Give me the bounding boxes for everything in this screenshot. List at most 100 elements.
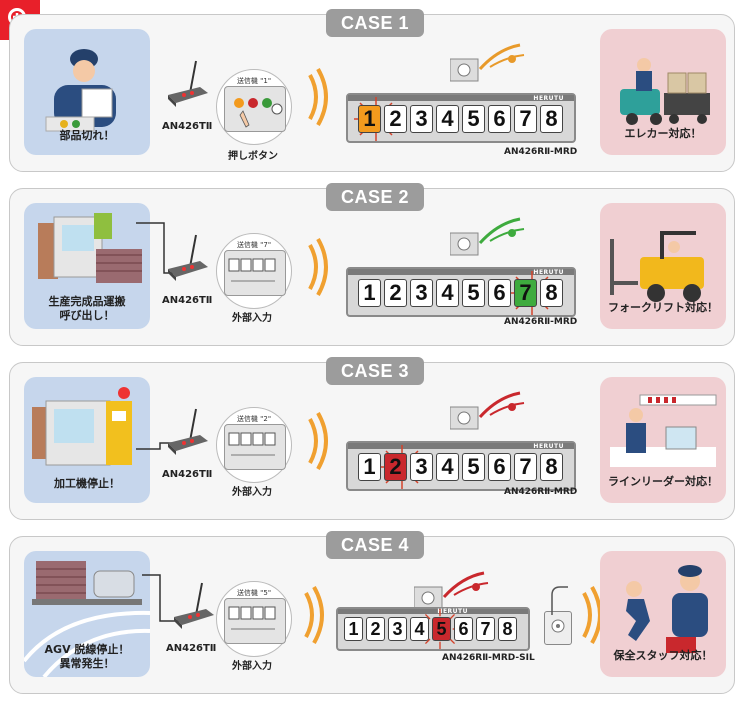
display-top-bar (348, 95, 574, 101)
scene-machine-stop: 加工機停止！ (24, 377, 150, 503)
digit-2: 2 (366, 617, 385, 641)
production-machine-icon (38, 213, 142, 283)
case-panel-2: CASE 2 生産完成品運搬 呼び出し！ AN426TⅡ 送信機 "7" (9, 183, 735, 346)
brand-label: HERUTU (533, 269, 564, 276)
external-input-zoom: 送信機 "7" (216, 233, 292, 309)
receiver-model: AN426RⅡ-MRD (504, 147, 578, 157)
result-electric-cart: エレカー対応！ (600, 29, 726, 155)
transmitter-label: AN426TⅡ (166, 643, 217, 654)
scene-label: AGV 脱線停止！ 異常発生！ (44, 643, 130, 670)
terminal-panel (224, 598, 286, 644)
digit-2: 2 (384, 279, 407, 307)
transmitter-icon (168, 234, 208, 281)
display-top-bar (348, 269, 574, 275)
brand-label: HERUTU (533, 95, 564, 102)
switch-label: 押しボタン (228, 151, 278, 162)
digit-5: 5 (462, 279, 485, 307)
brand-label: HERUTU (437, 608, 468, 615)
music-note-icon (450, 217, 525, 256)
result-label: エレカー対応！ (624, 127, 702, 140)
siren-icon (551, 619, 565, 633)
digit-1: 1 (358, 279, 381, 307)
siren-cable-icon (551, 586, 568, 615)
scene-parts-shortage: 部品切れ！ (24, 29, 150, 155)
electric-cart-icon (620, 58, 710, 125)
digit-3: 3 (410, 279, 433, 307)
digit-7: 7 (514, 453, 537, 481)
worker-illustration-icon (45, 49, 116, 132)
result-line-leader: ラインリーダー対応！ (600, 377, 726, 503)
push-button-panel (224, 86, 286, 132)
transmitter-device (170, 582, 216, 639)
digit-5: 5 (462, 453, 485, 481)
terminal-block-icon (228, 258, 276, 282)
digit-5: 5 (462, 105, 485, 133)
case-title: CASE 2 (326, 183, 424, 211)
receiver-display: HERUTU 1 2 3 4 5 6 7 8 (346, 441, 576, 491)
receiver-model: AN426RⅡ-MRD-SIL (442, 653, 535, 663)
push-button-zoom: 送信機 "1" (216, 69, 292, 145)
digit-1: 1 (358, 105, 381, 133)
result-label: フォークリフト対応！ (608, 301, 718, 314)
radio-wave-icon (308, 238, 328, 296)
transmitter-icon (174, 582, 214, 629)
digit-4: 4 (436, 279, 459, 307)
terminal-panel (224, 250, 286, 296)
forklift-icon (610, 231, 704, 302)
line-leader-icon (610, 394, 717, 467)
scene-label: 加工機停止！ (54, 477, 120, 490)
receiver-display: HERUTU 1 2 3 4 5 6 7 8 (336, 607, 530, 651)
transmitter-icon (168, 60, 208, 107)
terminal-block-icon (228, 606, 276, 630)
music-note-icon (450, 391, 525, 430)
circle-caption: 送信機 "5" (236, 589, 272, 597)
radio-wave-icon (308, 68, 328, 126)
digit-8: 8 (540, 279, 563, 307)
case-title: CASE 4 (326, 531, 424, 559)
music-note-icon (414, 571, 489, 610)
transmitter-label: AN426TⅡ (162, 121, 213, 132)
digit-1: 1 (344, 617, 363, 641)
agv-icon (24, 561, 150, 677)
circle-caption: 送信機 "7" (236, 241, 272, 249)
switch-label: 外部入力 (232, 661, 272, 672)
result-maintenance-staff: 保全スタッフ対応！ (600, 551, 726, 677)
digit-4: 4 (436, 105, 459, 133)
digit-4: 4 (410, 617, 429, 641)
case-panel-4: CASE 4 AGV 脱線停止！ 異常発生！ AN426TⅡ 送信機 "5" (9, 531, 735, 694)
digit-8: 8 (498, 617, 517, 641)
digit-6: 6 (488, 453, 511, 481)
digit-3: 3 (410, 105, 433, 133)
digit-7: 7 (514, 105, 537, 133)
transmitter-device (164, 60, 210, 117)
push-button-icon (234, 98, 283, 128)
digit-7: 7 (476, 617, 495, 641)
case-title: CASE 3 (326, 357, 424, 385)
connection-wire-icon (142, 574, 182, 622)
digit-1: 1 (358, 453, 381, 481)
transmitter-icon (168, 408, 208, 455)
processing-machine-icon (32, 387, 132, 466)
digit-2: 2 (384, 453, 407, 481)
digit-5: 5 (432, 617, 451, 641)
digit-6: 6 (488, 105, 511, 133)
scene-label: 部品切れ！ (59, 129, 115, 142)
case-title: CASE 1 (326, 9, 424, 37)
switch-label: 外部入力 (232, 313, 272, 324)
circle-caption: 送信機 "1" (236, 77, 272, 85)
digit-8: 8 (540, 105, 563, 133)
external-input-zoom: 送信機 "5" (216, 581, 292, 657)
receiver-display: HERUTU 1 2 3 4 5 6 7 8 (346, 267, 576, 317)
scene-agv-derail: AGV 脱線停止！ 異常発生！ (24, 551, 150, 677)
scene-finished-goods-call: 生産完成品運搬 呼び出し！ (24, 203, 150, 329)
receiver-model: AN426RⅡ-MRD (504, 487, 578, 497)
digit-4: 4 (436, 453, 459, 481)
external-input-zoom: 送信機 "2" (216, 407, 292, 483)
display-top-bar (338, 609, 528, 614)
result-label: ラインリーダー対応！ (608, 475, 718, 488)
transmitter-label: AN426TⅡ (162, 469, 213, 480)
digit-7: 7 (514, 279, 537, 307)
result-forklift: フォークリフト対応！ (600, 203, 726, 329)
maintenance-staff-icon (626, 565, 708, 653)
terminal-block-icon (228, 432, 276, 456)
